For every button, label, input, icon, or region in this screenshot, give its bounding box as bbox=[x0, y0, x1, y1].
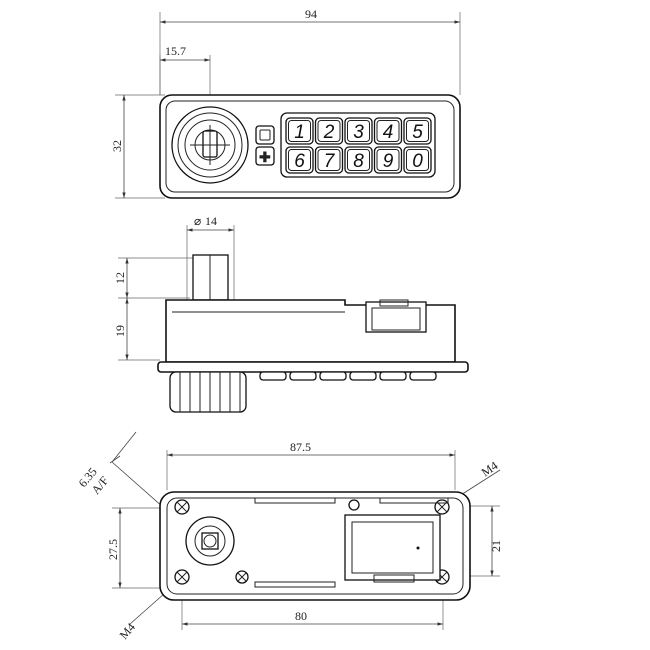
lock-cylinder bbox=[171, 106, 249, 184]
keypad-digit-2: 2 bbox=[323, 122, 335, 143]
keypad-digit-6: 6 bbox=[294, 151, 305, 172]
faceplate-side bbox=[157, 361, 469, 373]
diameter-icon: ⌀ bbox=[194, 214, 201, 228]
keypad-digit-3: 3 bbox=[353, 122, 364, 143]
keypad-key bbox=[314, 146, 344, 174]
keypad-key bbox=[403, 117, 432, 145]
dim-height: 32 bbox=[110, 140, 124, 152]
screw-holes bbox=[174, 499, 450, 585]
keypad-digit-1: 1 bbox=[294, 122, 305, 143]
keypad-key-inner bbox=[376, 149, 400, 171]
keypad-key-inner bbox=[317, 149, 341, 171]
thread-label-top: M4 bbox=[479, 458, 501, 479]
keypad-key bbox=[344, 146, 373, 174]
keypad-key bbox=[403, 146, 432, 174]
keypad-digit-7: 7 bbox=[324, 151, 336, 172]
dim-cylinder-offset: 15.7 bbox=[165, 44, 186, 58]
bottom-view: 87.5 80 27.5 21 6.35 A/F M4 M4 bbox=[76, 431, 503, 642]
keypad-digit-4: 4 bbox=[383, 122, 394, 143]
keypad-key-inner bbox=[406, 120, 429, 142]
plus-icon: ✚ bbox=[259, 151, 271, 166]
dim-cam-diameter: 14 bbox=[205, 214, 217, 228]
keypad-key-inner bbox=[288, 120, 311, 142]
thread-label-bottom: M4 bbox=[117, 620, 138, 642]
keypad-key bbox=[373, 146, 403, 174]
keypad-key bbox=[344, 117, 373, 145]
square-drive bbox=[185, 516, 235, 566]
function-button-top bbox=[255, 125, 275, 145]
keypad-key bbox=[285, 117, 314, 145]
side-view: ⌀ 14 12 19 bbox=[113, 214, 469, 413]
keypad-key-inner bbox=[288, 149, 311, 171]
keypad-key bbox=[373, 117, 403, 145]
keypad-digit-9: 9 bbox=[383, 151, 394, 172]
cylinder-knob bbox=[169, 371, 247, 413]
keypad-digit-5: 5 bbox=[412, 122, 423, 143]
dim-left-height: 27.5 bbox=[106, 539, 120, 560]
function-button-bottom bbox=[255, 146, 275, 166]
keypad-key-inner bbox=[317, 120, 341, 142]
dim-hole-spacing-top: 87.5 bbox=[290, 440, 311, 454]
dim-overall-width: 94 bbox=[305, 7, 317, 21]
dim-hole-spacing-bottom: 80 bbox=[295, 609, 307, 623]
keypad-key-inner bbox=[347, 149, 370, 171]
dim-right-height: 21 bbox=[489, 540, 503, 552]
dim-body-height: 19 bbox=[113, 325, 127, 337]
dim-cam-height: 12 bbox=[113, 272, 127, 284]
keypad-key bbox=[314, 117, 344, 145]
keypad-key-inner bbox=[406, 149, 429, 171]
keypad-key bbox=[285, 146, 314, 174]
key-buttons-side bbox=[259, 371, 437, 381]
keypad-key-inner bbox=[376, 120, 400, 142]
keypad-key-inner bbox=[347, 120, 370, 142]
keypad-digit-8: 8 bbox=[353, 151, 364, 172]
battery-compartment bbox=[344, 514, 441, 583]
keypad-digit-0: 0 bbox=[412, 151, 423, 172]
